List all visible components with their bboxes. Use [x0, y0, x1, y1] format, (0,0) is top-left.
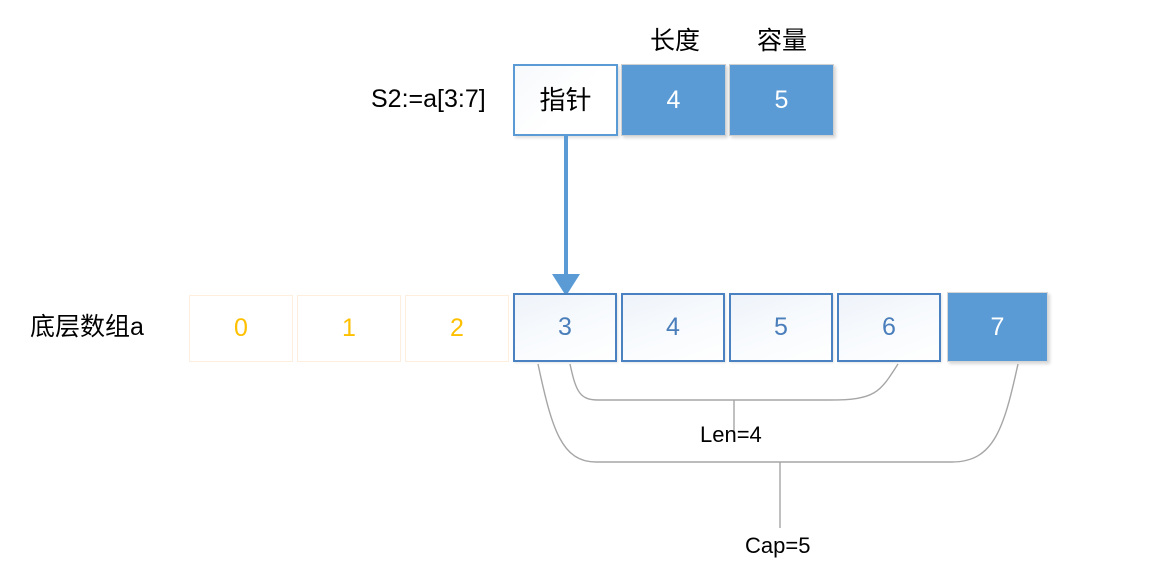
array-cell-1[interactable]: 1: [297, 295, 401, 362]
capacity-header-label: 容量: [757, 27, 808, 55]
array-cell-6[interactable]: 6: [837, 293, 941, 362]
array-cell-3[interactable]: 3: [513, 293, 617, 362]
array-cell-0[interactable]: 0: [189, 295, 293, 362]
slice-pointer-label: 指针: [539, 85, 592, 115]
array-cell-3-value: 3: [558, 313, 572, 341]
array-cell-4-value: 4: [666, 313, 680, 341]
array-cell-5-value: 5: [774, 313, 788, 341]
slice-expression-label: S2:=a[3:7]: [371, 85, 486, 113]
array-cell-7-value: 7: [990, 312, 1005, 341]
array-cell-7[interactable]: 7: [947, 292, 1048, 362]
slice-pointer-box[interactable]: 指针: [513, 64, 618, 136]
array-cell-6-value: 6: [882, 313, 896, 341]
array-cell-2[interactable]: 2: [405, 295, 509, 362]
cap-brace-label: Cap=5: [745, 533, 811, 558]
cap-brace-path: [537, 363, 1019, 463]
slice-length-value: 4: [666, 85, 681, 114]
array-cell-4[interactable]: 4: [621, 293, 725, 362]
length-header-label: 长度: [650, 27, 701, 55]
array-cell-2-value: 2: [450, 314, 464, 342]
array-label: 底层数组a: [30, 313, 144, 341]
slice-capacity-value: 5: [774, 85, 789, 114]
len-brace-path: [569, 363, 899, 401]
array-cell-0-value: 0: [234, 314, 248, 342]
slice-length-box[interactable]: 4: [621, 64, 726, 136]
array-cell-5[interactable]: 5: [729, 293, 833, 362]
len-brace-label: Len=4: [700, 422, 762, 447]
slice-capacity-box[interactable]: 5: [729, 64, 834, 136]
array-cell-1-value: 1: [342, 314, 356, 342]
